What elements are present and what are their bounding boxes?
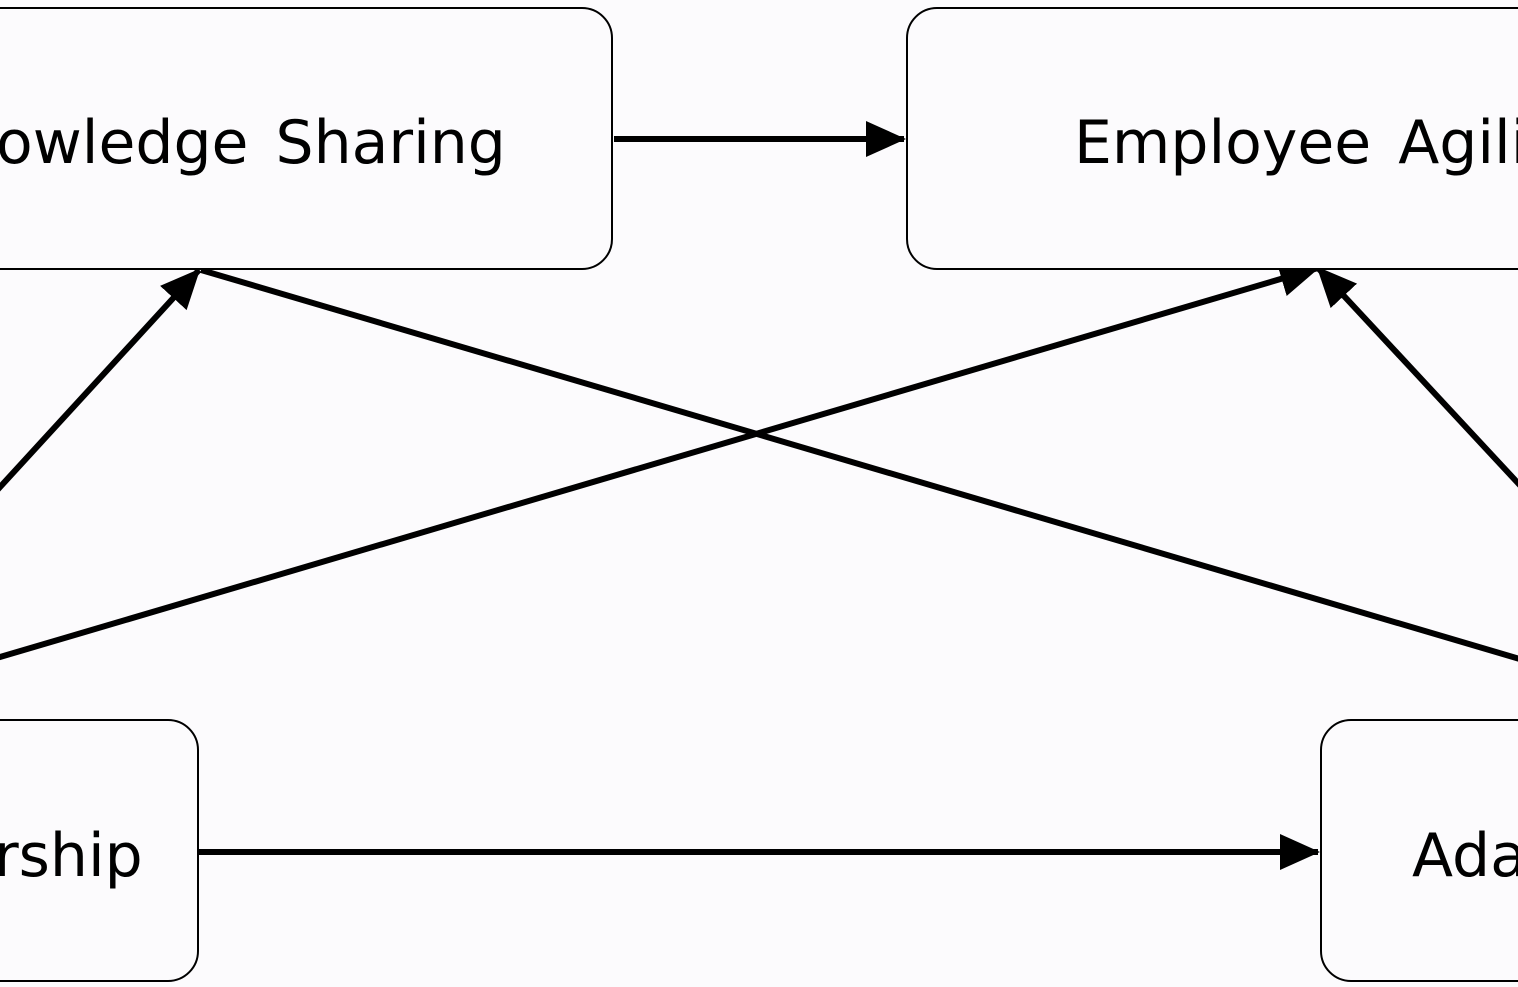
edge-left-to-knowledge [0, 267, 202, 492]
node-adaptability-label: Ada [1412, 821, 1518, 891]
node-knowledge-sharing-box [0, 7, 613, 270]
node-leadership: rship [0, 719, 199, 982]
node-employee-agility: Employee Agilit [906, 7, 1518, 270]
node-knowledge-sharing-label: owledge Sharing [0, 108, 506, 178]
node-adaptability: Ada [1320, 719, 1518, 982]
node-employee-agility-box [906, 7, 1518, 270]
node-knowledge-sharing: owledge Sharing [0, 7, 613, 270]
edges-group [0, 121, 1518, 870]
node-leadership-box [0, 719, 199, 982]
edge-knowledge-to-right [200, 267, 1518, 662]
node-adaptability-box [1320, 719, 1518, 982]
node-leadership-label: rship [0, 821, 143, 891]
edge-right-to-agility [1315, 265, 1518, 488]
node-employee-agility-label: Employee Agilit [1074, 108, 1518, 178]
edge-leadership-to-agility [0, 261, 1320, 661]
